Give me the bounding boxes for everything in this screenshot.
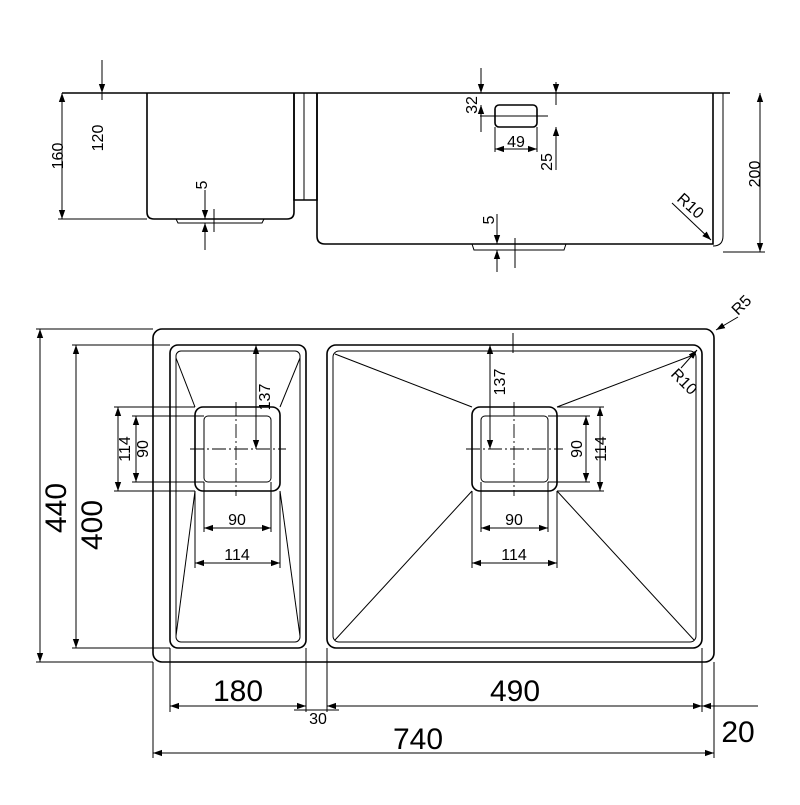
left-dim-90-v-label: 90 bbox=[135, 440, 152, 458]
right-drain-guide-br bbox=[556, 490, 695, 641]
right-drain-guide-tr bbox=[556, 353, 697, 408]
left-drain-guide-tl bbox=[175, 357, 196, 408]
left-bowl-inner bbox=[175, 350, 301, 643]
right-dim-90-v-label: 90 bbox=[569, 440, 586, 458]
dim-r5-label: R5 bbox=[729, 292, 756, 319]
left-dim-114-h-label: 114 bbox=[224, 547, 250, 564]
side-divider bbox=[293, 93, 318, 201]
side-right-wall-outer bbox=[712, 93, 724, 247]
dim-740-label: 740 bbox=[393, 723, 443, 756]
dim-120-label: 120 bbox=[90, 125, 107, 152]
dim-30-label: 30 bbox=[309, 711, 327, 728]
side-right-drain bbox=[471, 243, 567, 251]
top-view: R5 R10 440 400 137 114 90 90 114 bbox=[36, 292, 758, 758]
right-dim-90-h-label: 90 bbox=[505, 512, 523, 529]
left-bowl-outline bbox=[169, 344, 307, 649]
radius-leader-r5 bbox=[715, 316, 739, 331]
dim-400-label: 400 bbox=[76, 500, 109, 550]
dim-49-label: 49 bbox=[507, 134, 525, 151]
right-drain-inner bbox=[480, 415, 549, 483]
radius-leader-side bbox=[671, 202, 712, 241]
left-drain-guide-bl bbox=[175, 490, 196, 637]
right-dim-137-label: 137 bbox=[492, 369, 509, 396]
sink-outline bbox=[152, 328, 715, 663]
left-dim-114-v-label: 114 bbox=[117, 436, 134, 462]
dim-25-label: 25 bbox=[539, 153, 556, 171]
dim-160-label: 160 bbox=[50, 143, 67, 170]
dim-5-left-label: 5 bbox=[194, 180, 211, 189]
dim-5-right-label: 5 bbox=[481, 215, 498, 224]
side-right-bowl bbox=[316, 93, 714, 245]
right-drain-guide-tl bbox=[334, 353, 473, 408]
side-left-drain bbox=[175, 218, 265, 224]
radius-leader-r10-top bbox=[680, 349, 698, 369]
dim-200-label: 200 bbox=[747, 161, 764, 188]
dim-490-label: 490 bbox=[490, 675, 540, 708]
dim-r10-side-label: R10 bbox=[673, 190, 706, 222]
dim-32-label: 32 bbox=[464, 96, 481, 114]
left-dim-137-label: 137 bbox=[257, 384, 274, 411]
left-dim-90-h-label: 90 bbox=[228, 512, 246, 529]
side-left-bowl bbox=[146, 93, 295, 220]
dim-20-label: 20 bbox=[721, 716, 754, 749]
right-dim-114-h-label: 114 bbox=[501, 547, 527, 564]
dim-r10-top-label: R10 bbox=[667, 366, 700, 399]
right-dim-114-v-label: 114 bbox=[593, 436, 610, 462]
side-view: 160 120 5 32 49 25 5 R10 bbox=[50, 60, 765, 272]
dim-180-label: 180 bbox=[213, 675, 263, 708]
left-drain-guide-br bbox=[279, 490, 301, 637]
right-bowl-outline bbox=[326, 344, 703, 649]
dim-440-label: 440 bbox=[40, 483, 73, 533]
right-drain-guide-bl bbox=[334, 490, 473, 641]
left-drain-guide-tr bbox=[279, 357, 301, 408]
right-bowl-inner bbox=[332, 350, 697, 643]
